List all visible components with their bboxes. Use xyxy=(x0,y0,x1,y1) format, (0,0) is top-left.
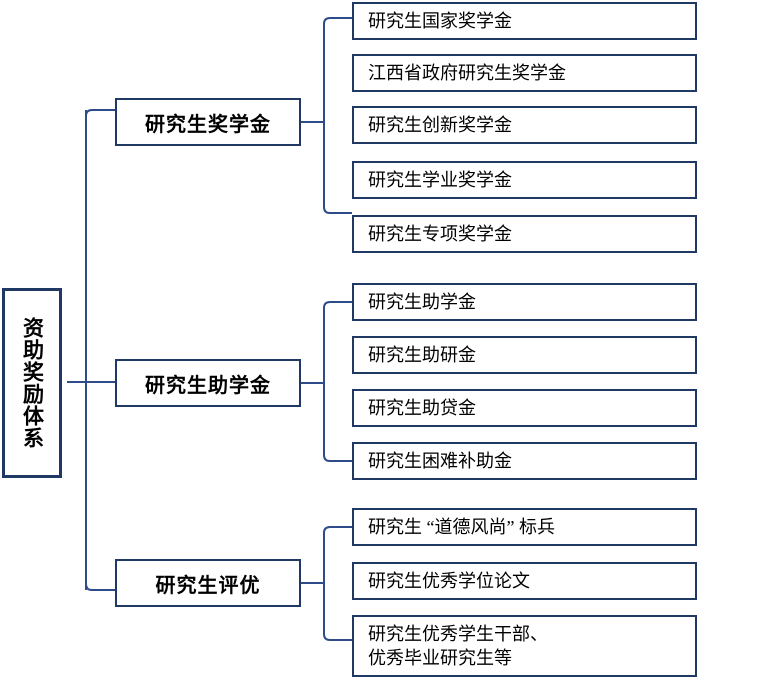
root-node[interactable]: 资助奖励体系 xyxy=(2,288,62,478)
leaf-node-label: 研究生助研金 xyxy=(368,344,476,365)
leaf-node-label: 研究生助贷金 xyxy=(368,397,476,418)
leaf-node-label: 研究生优秀学位论文 xyxy=(368,570,530,591)
branch3-to-leaf3-line xyxy=(323,633,352,641)
leaf-node-moral-model[interactable]: 研究生 “道德风尚” 标兵 xyxy=(352,508,697,546)
branch2-to-leaf4-line xyxy=(323,454,352,462)
branch-node-stipend[interactable]: 研究生助学金 xyxy=(115,359,301,407)
leaf-node-outstanding-thesis[interactable]: 研究生优秀学位论文 xyxy=(352,562,697,600)
root-node-label: 资助奖励体系 xyxy=(20,317,44,449)
leaf-node-special-scholarship[interactable]: 研究生专项奖学金 xyxy=(352,215,697,253)
leaf-node-label: 研究生国家奖学金 xyxy=(368,10,512,31)
leaf-node-label: 研究生学业奖学金 xyxy=(368,169,512,190)
branch-node-honors[interactable]: 研究生评优 xyxy=(115,559,301,607)
leaf-node-label: 研究生困难补助金 xyxy=(368,450,512,471)
leaf-node-living-stipend[interactable]: 研究生助学金 xyxy=(352,283,697,321)
root-to-branch1-line xyxy=(85,109,115,117)
leaf-node-label: 研究生优秀学生干部、 优秀毕业研究生等 xyxy=(368,623,548,668)
leaf-node-label: 研究生助学金 xyxy=(368,291,476,312)
leaf-node-label: 研究生创新奖学金 xyxy=(368,114,512,135)
branch-node-label: 研究生助学金 xyxy=(145,374,271,397)
leaf-node-academic-scholarship[interactable]: 研究生学业奖学金 xyxy=(352,161,697,199)
leaf-node-national-scholarship[interactable]: 研究生国家奖学金 xyxy=(352,2,697,40)
branch-node-scholarship[interactable]: 研究生奖学金 xyxy=(115,98,301,146)
leaf-node-label: 江西省政府研究生奖学金 xyxy=(368,62,566,83)
branch1-to-leaf4-line xyxy=(323,206,352,214)
leaf-node-research-assistantship[interactable]: 研究生助研金 xyxy=(352,336,697,374)
branch1-to-leaf1-line xyxy=(323,17,352,25)
leaf-node-jiangxi-government-scholarship[interactable]: 江西省政府研究生奖学金 xyxy=(352,54,697,92)
branch2-to-leaf1-line xyxy=(323,301,352,309)
leaf-node-innovation-scholarship[interactable]: 研究生创新奖学金 xyxy=(352,106,697,144)
leaf-node-label: 研究生专项奖学金 xyxy=(368,223,512,244)
leaf-node-student-loan[interactable]: 研究生助贷金 xyxy=(352,389,697,427)
root-to-branch3-line xyxy=(85,583,115,591)
branch-node-label: 研究生奖学金 xyxy=(145,113,271,136)
leaf-node-hardship-subsidy[interactable]: 研究生困难补助金 xyxy=(352,442,697,480)
leaf-node-outstanding-student-cadre[interactable]: 研究生优秀学生干部、 优秀毕业研究生等 xyxy=(352,615,697,677)
branch3-to-leaf1-line xyxy=(323,526,352,534)
branch-node-label: 研究生评优 xyxy=(155,574,261,597)
leaf-node-label: 研究生 “道德风尚” 标兵 xyxy=(368,516,555,537)
